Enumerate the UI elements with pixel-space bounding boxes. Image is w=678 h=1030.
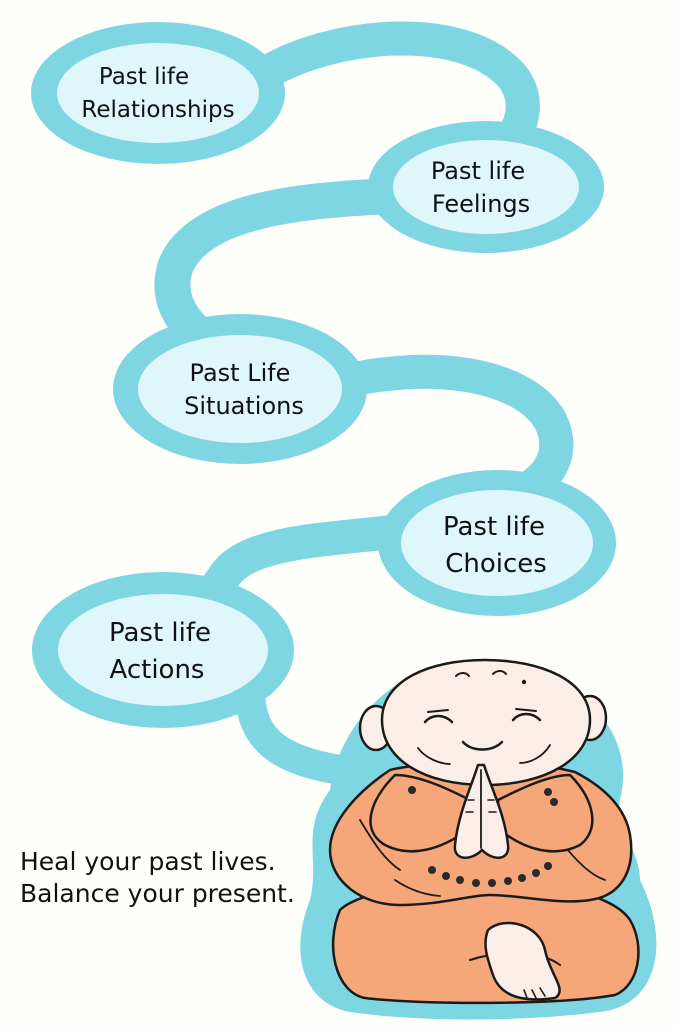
bubble-relationships: Past life Relationships (31, 22, 285, 164)
caption-line2: Balance your present. (20, 879, 295, 908)
bubble-choices-line1: Past life (443, 512, 545, 542)
bubble-relationships-line1: Past life (99, 64, 189, 90)
monk-illustration (300, 658, 657, 1020)
bubble-feelings-line1: Past life (431, 157, 525, 185)
bubble-choices: Past life Choices (378, 470, 616, 616)
bubble-actions-line2: Actions (110, 655, 205, 685)
caption: Heal your past lives. Balance your prese… (20, 846, 320, 910)
bubble-actions: Past life Actions (32, 572, 294, 728)
caption-line1: Heal your past lives. (20, 847, 276, 876)
monk-head (380, 658, 592, 787)
bubble-situations-line2: Situations (184, 392, 304, 420)
bubble-situations-line1: Past Life (190, 359, 291, 387)
bubble-actions-line1: Past life (109, 618, 211, 648)
bubble-choices-line2: Choices (445, 549, 547, 579)
monk-right-arm (496, 773, 594, 853)
monk-left-arm (369, 773, 472, 853)
bubble-situations: Past Life Situations (113, 314, 367, 464)
monk-smile (461, 740, 504, 751)
path-segment-5 (235, 675, 355, 785)
monk-foot (484, 921, 561, 1001)
monk-right-eye (511, 712, 542, 722)
bubble-feelings: Past life Feelings (368, 121, 604, 253)
bubble-feelings-line2: Feelings (432, 190, 530, 218)
bubble-relationships-line2: Relationships (81, 97, 234, 123)
monk-left-eye (423, 714, 454, 724)
monk-prayer-beads (408, 786, 558, 887)
